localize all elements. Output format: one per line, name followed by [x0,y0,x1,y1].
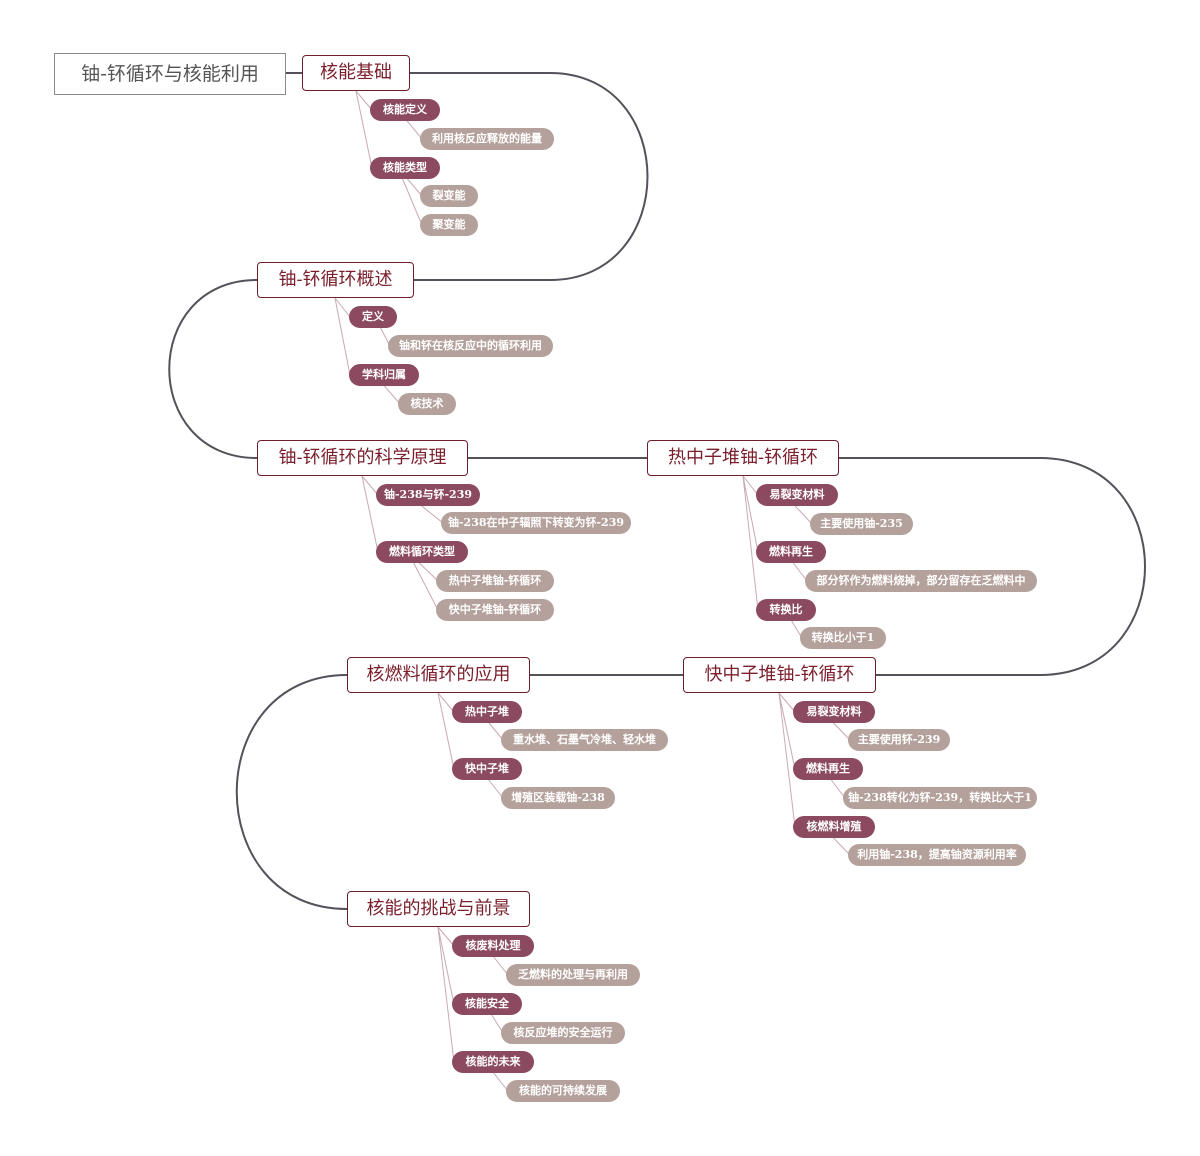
sub-topic[interactable]: 核能类型 [370,157,440,179]
main-topic-1[interactable]: 核能基础 [302,55,410,91]
sub-topic[interactable]: 易裂变材料 [793,701,875,723]
sub-topic[interactable]: 铀-238与钚-239 [376,484,480,506]
leaf-topic[interactable]: 核反应堆的安全运行 [501,1022,625,1044]
sub-topic[interactable]: 热中子堆 [452,701,522,723]
sub-topic[interactable]: 定义 [349,306,397,328]
connector-topic-6-topic-7 [235,674,348,910]
connector-topic-1-topic-2 [410,72,649,281]
sub-topic[interactable]: 燃料再生 [756,541,826,563]
leaf-topic[interactable]: 核技术 [398,393,456,415]
main-topic-4[interactable]: 热中子堆铀-钚循环 [647,440,839,476]
sub-topic[interactable]: 核废料处理 [452,935,534,957]
leaf-topic[interactable]: 热中子堆铀-钚循环 [436,570,554,592]
main-topic-3[interactable]: 铀-钚循环的科学原理 [257,440,468,476]
connector-topic-2-topic-3 [168,279,258,459]
root-topic[interactable]: 铀-钚循环与核能利用 [54,53,286,95]
leaf-topic[interactable]: 利用铀-238，提高铀资源利用率 [848,844,1026,866]
leaf-topic[interactable]: 聚变能 [420,214,478,236]
leaf-topic[interactable]: 主要使用铀-235 [810,513,913,535]
main-topic-6[interactable]: 核燃料循环的应用 [347,657,530,693]
leaf-topic[interactable]: 重水堆、石墨气冷堆、轻水堆 [501,729,668,751]
leaf-topic[interactable]: 铀-238转化为钚-239，转换比大于1 [843,787,1037,809]
leaf-topic[interactable]: 裂变能 [420,185,478,207]
sub-topic[interactable]: 易裂变材料 [756,484,838,506]
leaf-topic[interactable]: 利用核反应释放的能量 [420,128,554,150]
sub-topic[interactable]: 转换比 [756,599,816,621]
sub-topic[interactable]: 核能定义 [370,99,440,121]
leaf-topic[interactable]: 铀和钚在核反应中的循环利用 [388,335,553,357]
leaf-topic[interactable]: 快中子堆铀-钚循环 [436,599,554,621]
sub-topic[interactable]: 燃料循环类型 [376,541,468,563]
leaf-topic[interactable]: 核能的可持续发展 [506,1080,620,1102]
sub-topic[interactable]: 燃料再生 [793,758,863,780]
sub-topic[interactable]: 快中子堆 [452,758,522,780]
main-topic-2[interactable]: 铀-钚循环概述 [257,262,414,298]
sub-topic[interactable]: 核能安全 [452,993,522,1015]
leaf-topic[interactable]: 铀-238在中子辐照下转变为钚-239 [441,512,631,534]
connector-topic-4-topic-5 [839,457,1146,676]
sub-topic[interactable]: 核能的未来 [452,1051,534,1073]
leaf-topic[interactable]: 乏燃料的处理与再利用 [506,964,640,986]
main-topic-5[interactable]: 快中子堆铀-钚循环 [683,657,876,693]
leaf-topic[interactable]: 主要使用钚-239 [848,729,950,751]
sub-topic[interactable]: 学科归属 [349,364,419,386]
sub-topic[interactable]: 核燃料增殖 [793,816,875,838]
leaf-topic[interactable]: 转换比小于1 [800,627,886,649]
leaf-topic[interactable]: 增殖区装载铀-238 [501,787,615,809]
main-topic-7[interactable]: 核能的挑战与前景 [347,891,530,927]
leaf-topic[interactable]: 部分钚作为燃料烧掉，部分留存在乏燃料中 [805,570,1037,592]
